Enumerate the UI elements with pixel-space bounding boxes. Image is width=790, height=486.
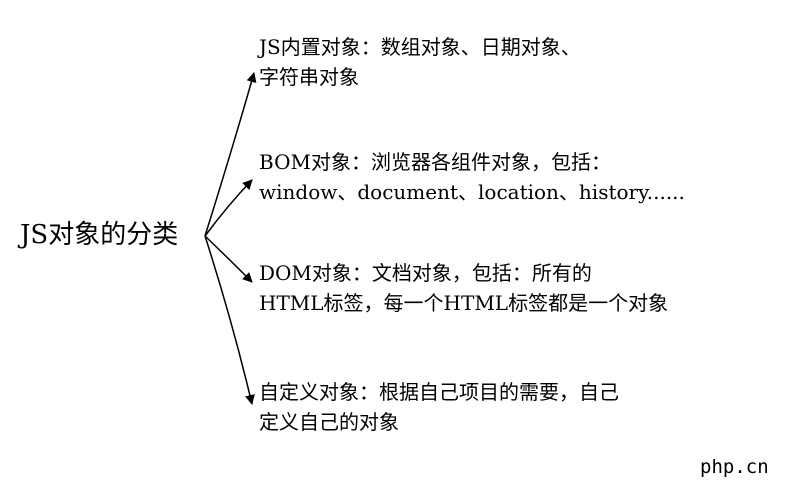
connector-arrow-custom <box>204 235 255 405</box>
branch-custom-objects: 自定义对象：根据自己项目的需要，自己 定义自己的对象 <box>259 377 619 437</box>
branch-custom-line2: 定义自己的对象 <box>259 410 399 434</box>
branch-custom-line1: 自定义对象：根据自己项目的需要，自己 <box>259 380 619 404</box>
branch-builtin-objects: JS内置对象：数组对象、日期对象、 字符串对象 <box>259 32 581 92</box>
branch-builtin-line2: 字符串对象 <box>259 65 359 89</box>
branch-dom-objects: DOM对象：文档对象，包括：所有的 HTML标签，每一个HTML标签都是一个对象 <box>259 258 668 318</box>
site-watermark: php.cn <box>700 456 769 478</box>
connector-arrow-builtin <box>204 72 257 237</box>
branch-dom-line1: DOM对象：文档对象，包括：所有的 <box>259 261 592 285</box>
connector-arrow-dom <box>204 235 253 283</box>
branch-bom-line2: window、document、location、history...... <box>259 180 685 204</box>
branch-bom-objects: BOM对象：浏览器各组件对象，包括： window、document、locat… <box>259 147 685 207</box>
connector-arrow-bom <box>204 179 253 237</box>
branch-dom-line2: HTML标签，每一个HTML标签都是一个对象 <box>259 291 669 315</box>
root-node-label: JS对象的分类 <box>20 220 179 250</box>
branch-bom-line1: BOM对象：浏览器各组件对象，包括： <box>259 150 611 174</box>
branch-builtin-line1: JS内置对象：数组对象、日期对象、 <box>259 35 581 59</box>
